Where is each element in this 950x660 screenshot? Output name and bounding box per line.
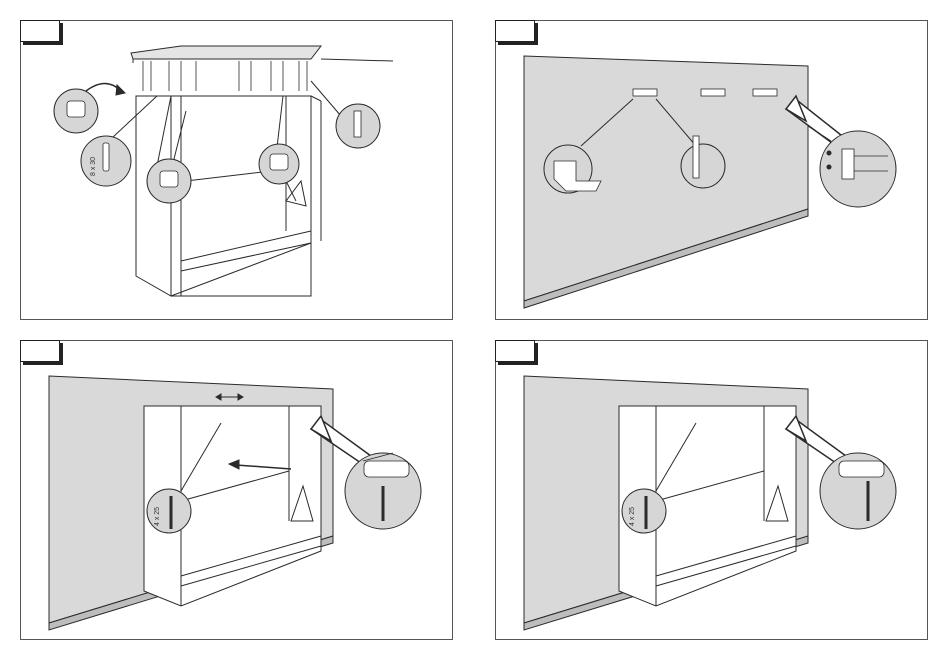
wall-plug-icon <box>693 136 699 178</box>
step-3-panel: 4 x 25 <box>20 340 453 640</box>
cam-lock-icon <box>67 101 85 117</box>
step-2-panel <box>495 20 928 320</box>
dowel-icon <box>103 143 109 171</box>
dowel-size-label: 8 x 30 <box>90 157 97 176</box>
wall-bracket-callout <box>820 131 896 207</box>
step-1-illustration: 8 x 30 <box>21 21 454 321</box>
wall-plug-callout <box>681 144 725 188</box>
step-4-panel: 4 x 25 <box>495 340 928 640</box>
screw-size-label: 4 x 25 <box>629 507 636 526</box>
screw-size-label: 4 x 25 <box>154 507 161 526</box>
cam-bolt-icon <box>354 111 361 137</box>
step-3-illustration: 4 x 25 <box>21 341 454 641</box>
hanging-bracket-icon <box>839 461 884 477</box>
step-2-illustration <box>496 21 929 321</box>
step-1-panel: 8 x 30 <box>20 20 453 320</box>
wall-bracket-icon <box>842 149 854 179</box>
step-4-illustration: 4 x 25 <box>496 341 929 641</box>
hanging-bracket-icon <box>364 461 409 477</box>
